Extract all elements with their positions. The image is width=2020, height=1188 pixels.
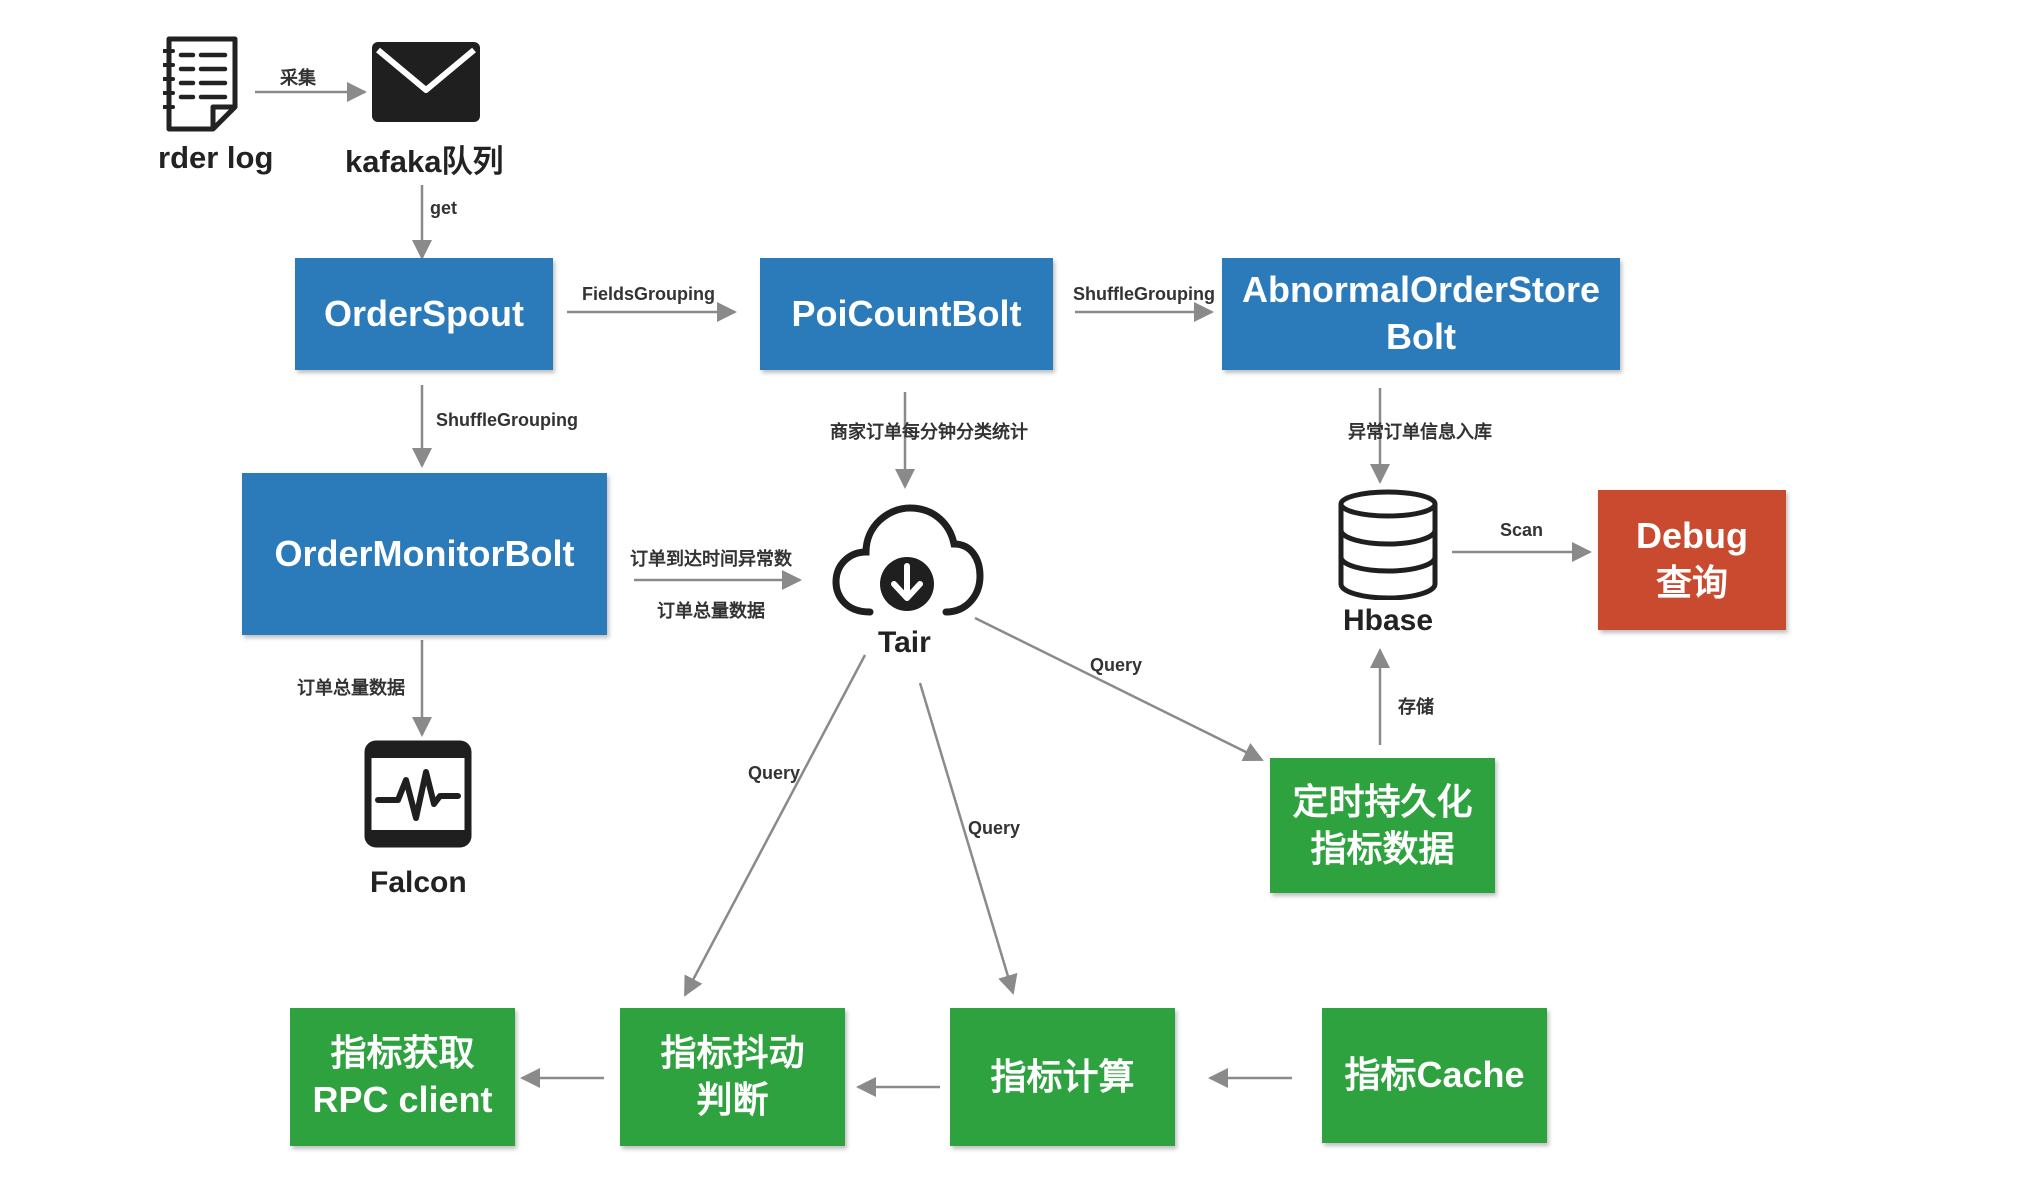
persist-metrics-node: 定时持久化 指标数据: [1270, 758, 1495, 893]
order-spout-node: OrderSpout: [295, 258, 553, 370]
order-monitor-bolt-node: OrderMonitorBolt: [242, 473, 607, 635]
kafka-label: kafaka队列: [345, 144, 504, 179]
metric-rpc-label-line1: 指标获取: [330, 1032, 475, 1074]
abnormal-order-store-bolt-node: AbnormalOrderStore Bolt: [1222, 258, 1620, 370]
metric-rpc-label-line2: RPC client: [312, 1079, 493, 1120]
metric-jitter-label-line1: 指标抖动: [660, 1032, 805, 1074]
metric-cache-label: 指标Cache: [1344, 1054, 1525, 1096]
tair-label: Tair: [878, 626, 931, 659]
arrow-tair-to-persist: [974, 616, 1264, 762]
edge-label-shuffle-grouping-down: ShuffleGrouping: [436, 410, 578, 430]
order-log-label: rder log: [158, 140, 274, 175]
abnormal-store-label-line2: Bolt: [1386, 316, 1456, 357]
edge-label-fields-grouping: FieldsGrouping: [582, 284, 715, 304]
database-icon: [1337, 488, 1439, 601]
abnormal-store-label-line1: AbnormalOrderStore: [1241, 269, 1601, 311]
metric-jitter-label-line2: 判断: [696, 1079, 769, 1120]
edge-label-order-total-to-tair: 订单总量数据: [657, 601, 765, 621]
metric-cache-node: 指标Cache: [1322, 1008, 1547, 1143]
order-monitor-bolt-label: OrderMonitorBolt: [274, 532, 575, 574]
persist-label-line1: 定时持久化: [1292, 780, 1473, 822]
metric-compute-label: 指标计算: [990, 1055, 1135, 1097]
order-spout-label: OrderSpout: [323, 292, 524, 334]
cloud-download-icon: [830, 500, 985, 622]
edge-label-query-compute: Query: [968, 818, 1021, 838]
arrow-tair-to-jitter: [683, 654, 867, 997]
metric-rpc-client-node: 指标获取 RPC client: [290, 1008, 515, 1146]
envelope-icon: [372, 42, 480, 122]
edge-label-merchant-stats: 商家订单每分钟分类统计: [830, 422, 1028, 442]
poi-count-bolt-node: PoiCountBolt: [760, 258, 1053, 370]
edge-label-collect: 采集: [280, 68, 316, 88]
edge-label-abnormal-persist: 异常订单信息入库: [1348, 422, 1492, 442]
falcon-label: Falcon: [370, 866, 467, 899]
debug-label-line1: Debug: [1636, 515, 1748, 557]
debug-label-line2: 查询: [1655, 562, 1728, 603]
poi-count-bolt-label: PoiCountBolt: [791, 292, 1022, 334]
document-list-icon: [161, 35, 255, 133]
persist-label-line2: 指标数据: [1310, 827, 1455, 869]
edge-label-store: 存储: [1398, 697, 1434, 717]
edge-label-arrival-abnormal: 订单到达时间异常数: [630, 549, 792, 569]
hbase-label: Hbase: [1343, 604, 1434, 637]
debug-query-node: Debug 查询: [1598, 490, 1786, 630]
edge-label-scan: Scan: [1500, 520, 1544, 540]
arrow-tair-to-compute: [918, 682, 1018, 995]
edge-label-shuffle-grouping-right: ShuffleGrouping: [1073, 284, 1215, 304]
metric-compute-node: 指标计算: [950, 1008, 1175, 1146]
edge-label-get: get: [430, 198, 457, 218]
metric-jitter-node: 指标抖动 判断: [620, 1008, 845, 1146]
pulse-monitor-icon: [364, 740, 472, 848]
edge-label-order-total-to-falcon: 订单总量数据: [297, 678, 405, 698]
edge-label-query-jitter: Query: [748, 763, 801, 783]
edge-label-query-persist: Query: [1090, 655, 1143, 675]
